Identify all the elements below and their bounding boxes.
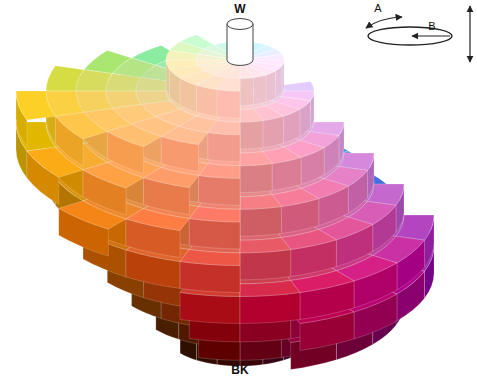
chip-top [107,124,161,147]
color-chip [180,250,240,293]
color-chip [166,50,198,60]
chip-side [199,176,240,206]
chip-top [282,81,314,91]
chip-top [217,78,240,92]
chip-side [240,250,291,280]
color-chip [240,66,254,106]
color-chip [240,152,272,193]
color-chip [217,78,240,119]
chip-top [240,109,263,123]
hue-arrow [366,17,402,28]
chip-top [16,91,55,120]
chip-top [161,126,208,144]
color-chip [126,209,189,258]
value-arrow [469,6,470,62]
color-chip [106,74,141,91]
white-cylinder [227,24,253,65]
chip-top [136,78,170,91]
color-chip [16,91,55,147]
color-chip [240,281,300,324]
color-chip [240,238,291,280]
color-chip [161,126,208,171]
color-chip [253,54,284,60]
chip-side [240,207,281,237]
chip-side [240,121,263,150]
chip-top [226,66,240,79]
chip-top [240,281,300,297]
chip-side [240,292,300,323]
color-chip [199,164,240,206]
white-cylinder-top [227,19,253,30]
chip-side [180,292,240,323]
chip-top [55,112,107,139]
color-chip [196,54,227,60]
chip-top [199,164,240,179]
color-chip [282,81,314,91]
color-chip [107,124,161,174]
color-chip [240,109,263,150]
chip-side [217,90,240,119]
chip-side [240,78,254,106]
hue-label: A [374,2,381,14]
chip-top [240,66,254,79]
chip-top [240,238,291,253]
chroma-label: B [428,20,435,32]
chip-top [189,207,240,222]
chip-side [180,261,240,292]
chip-side [263,116,284,147]
hue-ellipse [368,27,452,45]
chip-side [266,71,276,102]
chip-side [254,75,266,105]
chip-top [240,152,272,166]
chip-side [240,164,272,193]
color-chip [189,207,240,249]
chip-top [106,74,141,91]
chip-top [196,54,227,60]
chip-side [197,85,218,116]
color-blocks [16,19,434,370]
chip-top [180,250,240,266]
chip-top [240,195,281,210]
color-chip [136,78,170,91]
chip-side [208,133,240,162]
black-label: BK [231,364,248,377]
chip-side [189,219,240,249]
chip-top [166,50,198,60]
color-chip [55,112,107,166]
color-chip [240,195,281,237]
chip-top [253,54,284,60]
white-label: W [234,3,245,16]
chip-top [208,121,240,135]
color-chip [144,168,199,215]
axis-icon [366,6,470,62]
color-chip [208,121,240,162]
chroma-arrow [412,35,450,36]
